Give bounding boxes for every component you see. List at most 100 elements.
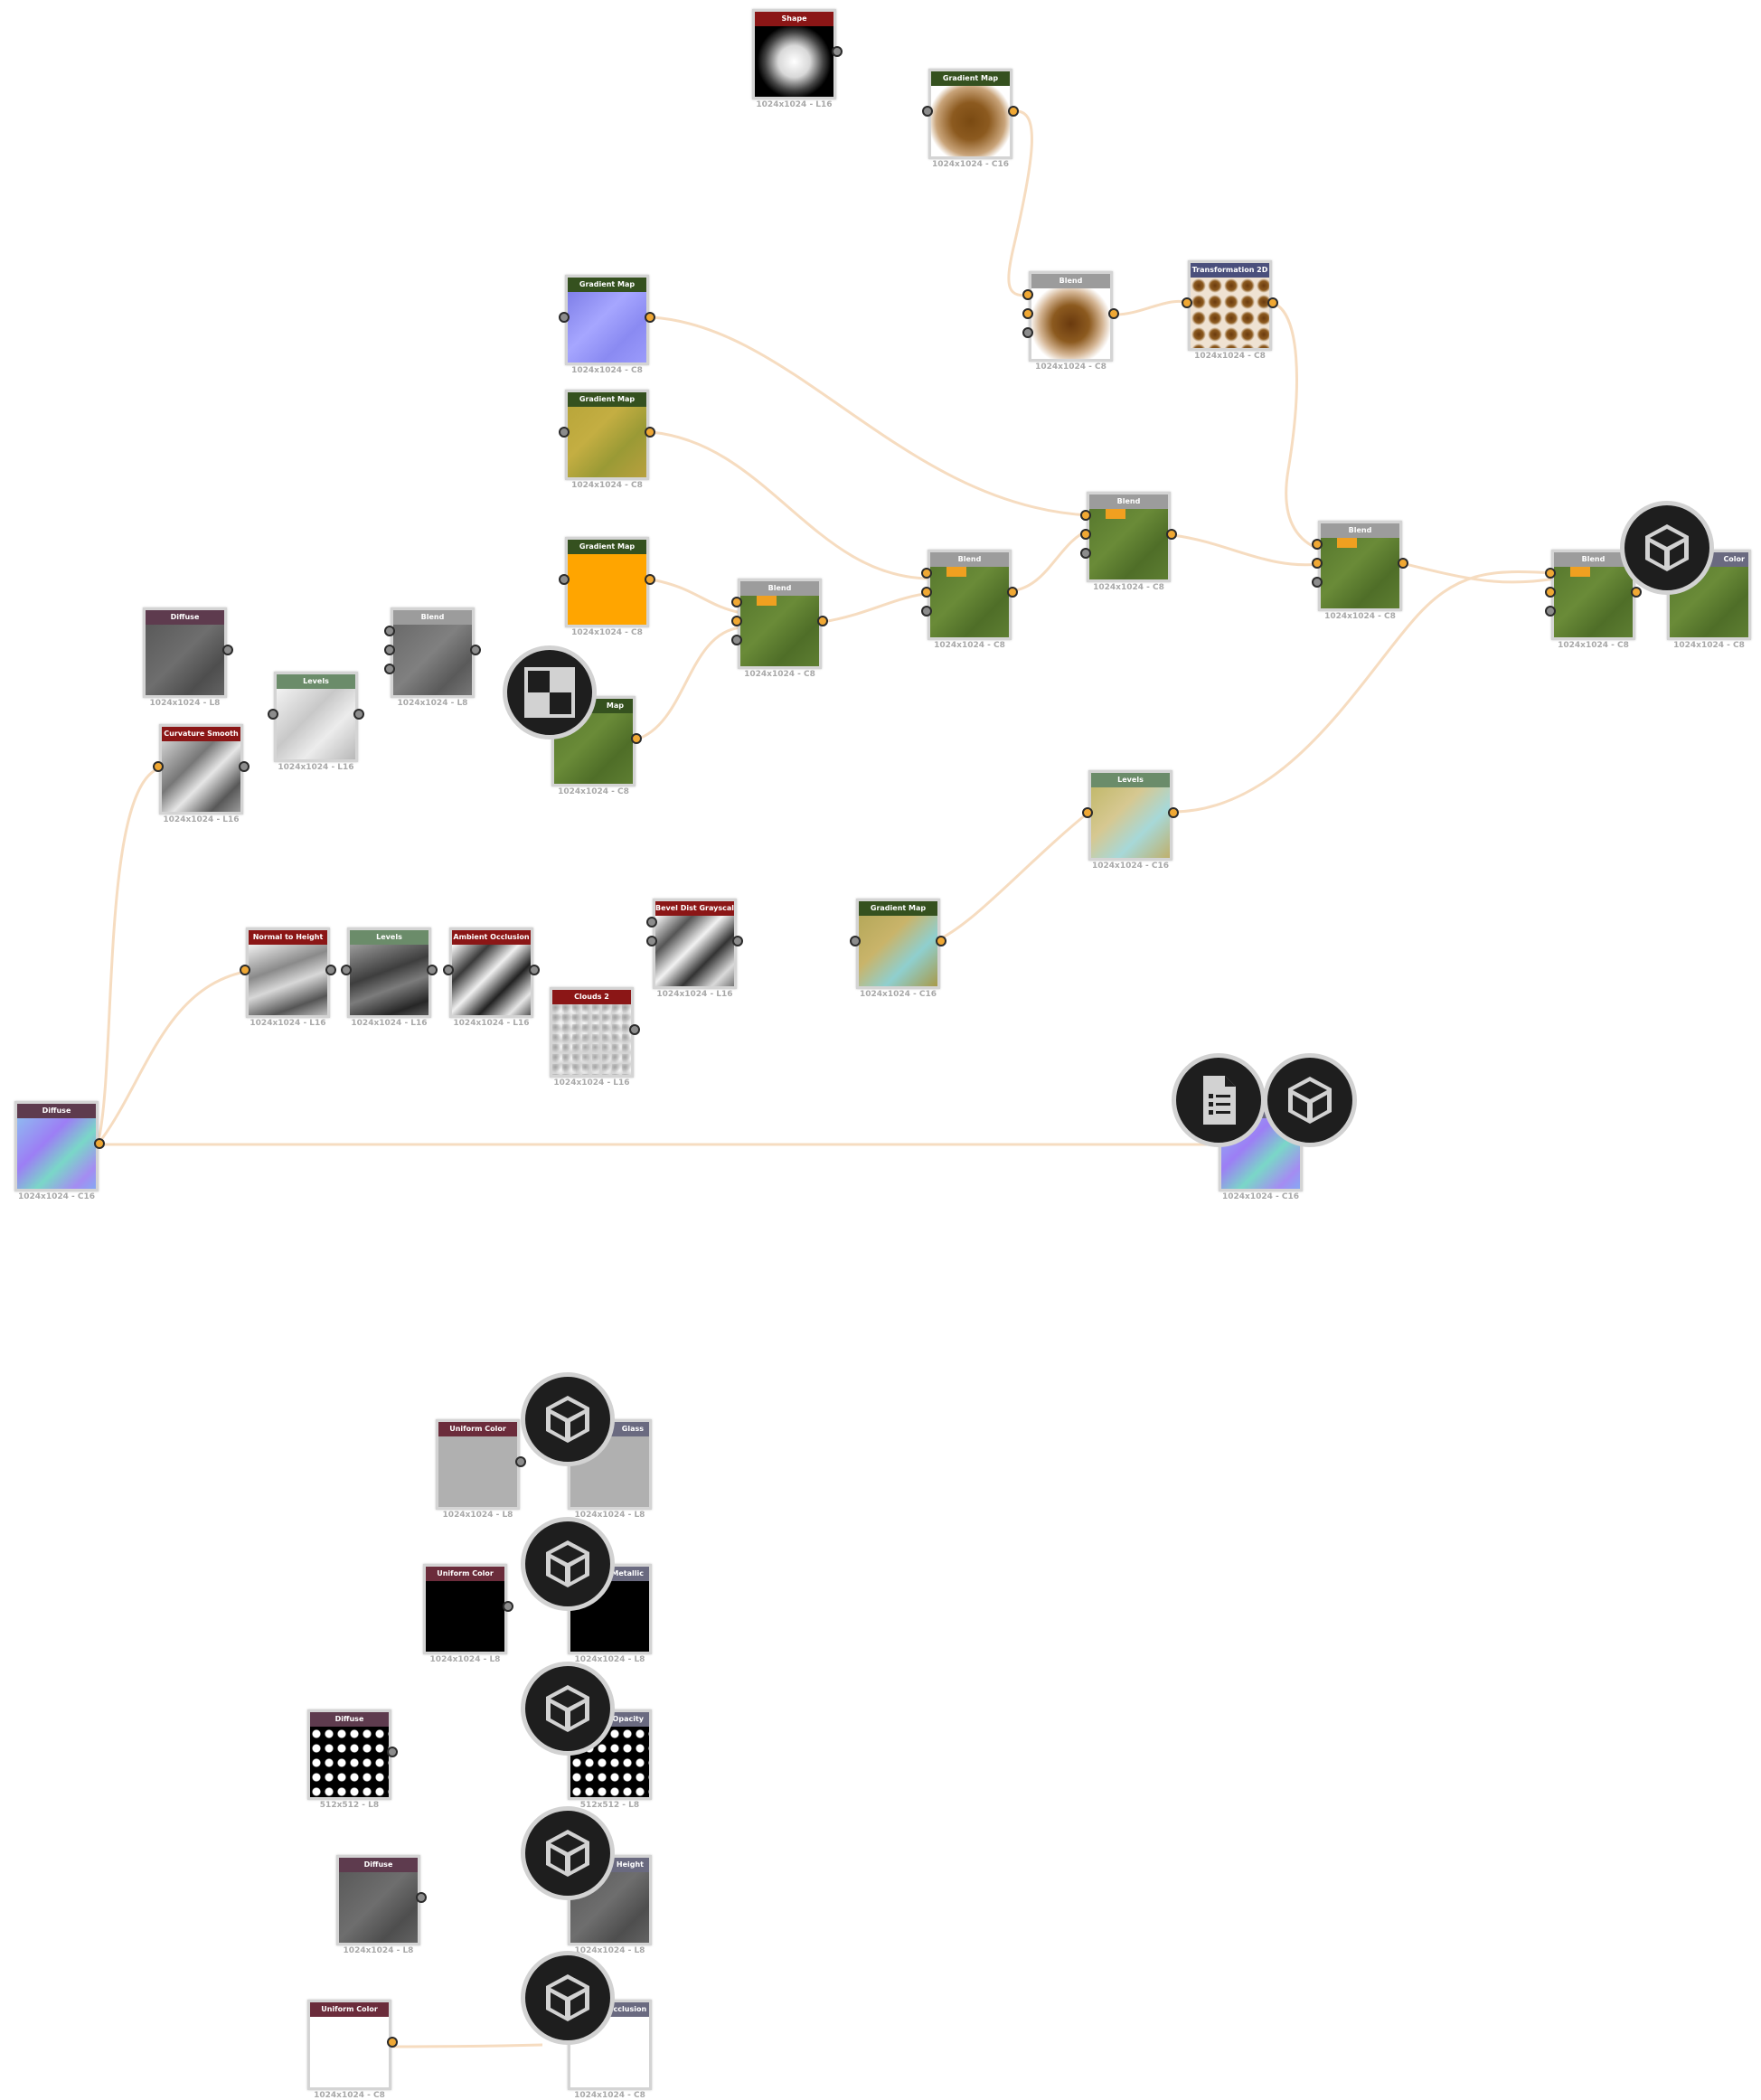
node-diffuse[interactable]: Diffuse 1024x1024 - L8 bbox=[336, 1855, 427, 1955]
node-levels[interactable]: Levels 1024x1024 - L16 bbox=[268, 672, 364, 772]
node-gradient-map[interactable]: Gradient Map 1024x1024 - C16 bbox=[850, 899, 946, 999]
output-port[interactable] bbox=[1398, 558, 1408, 569]
output-port[interactable] bbox=[515, 1456, 526, 1467]
input-port[interactable] bbox=[1545, 606, 1556, 617]
input-port[interactable] bbox=[921, 587, 932, 598]
output-badge[interactable] bbox=[521, 1806, 615, 1900]
output-port[interactable] bbox=[325, 965, 336, 975]
output-badge[interactable] bbox=[521, 1372, 615, 1466]
input-port[interactable] bbox=[1082, 807, 1093, 818]
input-port[interactable] bbox=[1080, 529, 1091, 540]
output-port[interactable] bbox=[645, 574, 655, 585]
output-port[interactable] bbox=[1166, 529, 1177, 540]
input-port[interactable] bbox=[921, 568, 932, 579]
input-port[interactable] bbox=[646, 936, 657, 946]
node-shape[interactable]: Shape 1024x1024 - L16 bbox=[752, 9, 843, 109]
output-port[interactable] bbox=[416, 1892, 427, 1903]
node-blend[interactable]: Blend 1024x1024 - C8 bbox=[1080, 492, 1177, 592]
output-port[interactable] bbox=[1267, 297, 1278, 308]
node-gradient-map[interactable]: Gradient Map 1024x1024 - C8 bbox=[559, 275, 655, 375]
input-port[interactable] bbox=[1182, 297, 1192, 308]
input-port[interactable] bbox=[384, 664, 395, 674]
output-port[interactable] bbox=[1008, 106, 1019, 117]
input-port[interactable] bbox=[922, 106, 933, 117]
node-blend[interactable]: Blend 1024x1024 - C8 bbox=[921, 550, 1018, 650]
node-transformation-2d[interactable]: Transformation 2D 1024x1024 - C8 bbox=[1182, 260, 1278, 361]
output-port[interactable] bbox=[503, 1601, 513, 1612]
node-blend[interactable]: Blend 1024x1024 - C8 bbox=[1312, 521, 1408, 621]
input-port[interactable] bbox=[1312, 558, 1323, 569]
input-port[interactable] bbox=[443, 965, 454, 975]
node-gradient-map[interactable]: Gradient Map 1024x1024 - C16 bbox=[922, 69, 1019, 169]
output-port[interactable] bbox=[353, 709, 364, 720]
input-port[interactable] bbox=[731, 597, 742, 607]
output-port[interactable] bbox=[629, 1024, 640, 1035]
input-port[interactable] bbox=[153, 761, 164, 772]
input-port[interactable] bbox=[1545, 587, 1556, 598]
node-diffuse-mask[interactable]: Diffuse 512x512 - L8 bbox=[307, 1709, 398, 1810]
input-port[interactable] bbox=[850, 936, 861, 946]
node-uniform-color[interactable]: Uniform Color 1024x1024 - L8 bbox=[423, 1564, 513, 1664]
node-levels[interactable]: Levels 1024x1024 - C16 bbox=[1082, 770, 1179, 871]
input-port[interactable] bbox=[1312, 577, 1323, 588]
output-badge[interactable] bbox=[1263, 1053, 1357, 1147]
node-blend[interactable]: Blend 1024x1024 - L8 bbox=[384, 607, 481, 708]
output-port[interactable] bbox=[387, 2037, 398, 2048]
output-port[interactable] bbox=[222, 645, 233, 655]
node-gradient-map[interactable]: Gradient Map 1024x1024 - C8 bbox=[559, 537, 655, 637]
input-port[interactable] bbox=[559, 427, 570, 438]
input-port[interactable] bbox=[1022, 327, 1033, 338]
node-uniform-color[interactable]: Uniform Color 1024x1024 - L8 bbox=[436, 1419, 526, 1520]
input-port[interactable] bbox=[384, 645, 395, 655]
node-blend[interactable]: Blend 1024x1024 - C8 bbox=[731, 579, 828, 679]
output-port[interactable] bbox=[732, 936, 743, 946]
output-port[interactable] bbox=[387, 1747, 398, 1757]
input-port[interactable] bbox=[1080, 548, 1091, 559]
input-port[interactable] bbox=[559, 574, 570, 585]
input-port[interactable] bbox=[268, 709, 278, 720]
node-blend[interactable]: Blend 1024x1024 - C8 bbox=[1545, 550, 1642, 650]
output-port[interactable] bbox=[239, 761, 250, 772]
output-port[interactable] bbox=[645, 312, 655, 323]
input-port[interactable] bbox=[1545, 568, 1556, 579]
node-clouds-2[interactable]: Clouds 2 1024x1024 - L16 bbox=[550, 987, 640, 1088]
input-port[interactable] bbox=[341, 965, 352, 975]
document-badge[interactable] bbox=[1172, 1053, 1266, 1147]
node-ambient-occlusion[interactable]: Ambient Occlusion 1024x1024 - L16 bbox=[443, 928, 540, 1028]
output-port[interactable] bbox=[645, 427, 655, 438]
output-port[interactable] bbox=[1007, 587, 1018, 598]
node-curvature-smooth[interactable]: Curvature Smooth 1024x1024 - L16 bbox=[153, 724, 250, 824]
output-port[interactable] bbox=[427, 965, 438, 975]
node-uniform-color[interactable]: Uniform Color 1024x1024 - C8 bbox=[307, 2000, 398, 2100]
input-port[interactable] bbox=[240, 965, 250, 975]
input-port[interactable] bbox=[384, 626, 395, 636]
output-port[interactable] bbox=[631, 733, 642, 744]
input-port[interactable] bbox=[921, 606, 932, 617]
node-levels[interactable]: Levels 1024x1024 - L16 bbox=[341, 928, 438, 1028]
input-port[interactable] bbox=[731, 635, 742, 645]
output-badge[interactable] bbox=[521, 1517, 615, 1611]
transparency-badge[interactable] bbox=[503, 645, 597, 739]
output-port[interactable] bbox=[1108, 308, 1119, 319]
node-blend[interactable]: Blend 1024x1024 - C8 bbox=[1022, 271, 1119, 372]
output-port[interactable] bbox=[936, 936, 946, 946]
input-port[interactable] bbox=[1022, 289, 1033, 300]
output-port[interactable] bbox=[529, 965, 540, 975]
output-port[interactable] bbox=[1631, 587, 1642, 598]
output-port[interactable] bbox=[94, 1138, 105, 1149]
node-bevel-dist-grayscale[interactable]: Bevel Dist Grayscale 1024x1024 - L16 bbox=[646, 899, 743, 999]
input-port[interactable] bbox=[1312, 539, 1323, 550]
input-port[interactable] bbox=[1080, 510, 1091, 521]
output-port[interactable] bbox=[817, 616, 828, 626]
node-diffuse-normal[interactable]: Diffuse 1024x1024 - C16 bbox=[14, 1101, 105, 1201]
output-port[interactable] bbox=[832, 46, 843, 57]
node-diffuse[interactable]: Diffuse 1024x1024 - L8 bbox=[143, 607, 233, 708]
output-port[interactable] bbox=[470, 645, 481, 655]
output-port[interactable] bbox=[1168, 807, 1179, 818]
output-badge[interactable] bbox=[1620, 501, 1714, 595]
node-gradient-map[interactable]: Gradient Map 1024x1024 - C8 bbox=[559, 390, 655, 490]
input-port[interactable] bbox=[646, 917, 657, 928]
output-badge[interactable] bbox=[521, 1662, 615, 1756]
input-port[interactable] bbox=[1022, 308, 1033, 319]
